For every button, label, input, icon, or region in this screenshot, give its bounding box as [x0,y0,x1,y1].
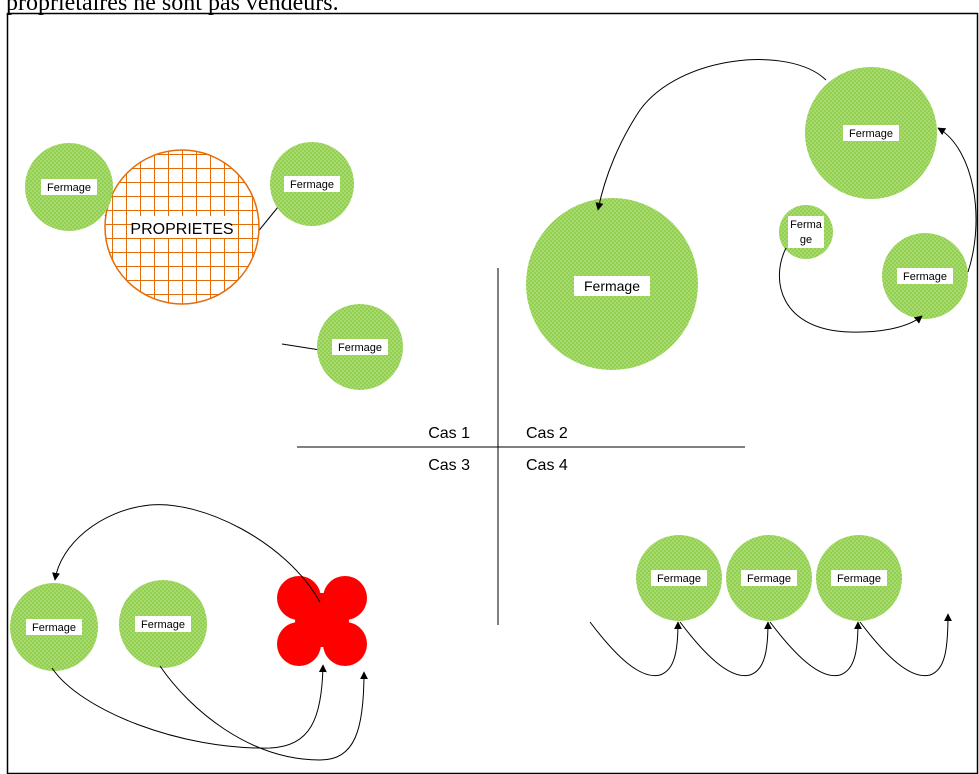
case1-group: PROPRIETES Fermage Fermage Fermage [25,142,403,390]
arrow-curve [52,504,321,603]
label-cas1: Cas 1 [428,425,470,442]
case3-group: Fermage Fermage [10,504,368,761]
fermage-label: Fermage [849,128,893,140]
arrow-curve [859,613,952,677]
fermage-label: Fermage [47,182,91,194]
fermage-label-small-2: ge [800,234,812,246]
fermage-label: Fermage [747,573,791,585]
arrow-curve [679,621,772,677]
header-text: propriétaires ne sont pas vendeurs. [6,0,339,16]
arrow-curve [589,621,682,677]
fermage-label: Fermage [141,619,185,631]
arrow-curve [778,247,923,333]
arrow-curve [51,664,327,749]
arrow-curve [769,621,862,677]
propriete-label: PROPRIETES [130,221,233,238]
arrow-curve [159,665,368,761]
arrow-curve [937,127,977,273]
arrow-curve [595,59,827,211]
label-cas3: Cas 3 [428,457,470,474]
case4-group: Fermage Fermage Fermage [589,535,952,677]
fermage-label: Fermage [657,573,701,585]
label-cas4: Cas 4 [526,457,568,474]
fermage-label-large: Fermage [584,278,640,294]
label-cas2: Cas 2 [526,425,568,442]
fermage-label: Fermage [338,342,382,354]
case2-group: Fermage Fermage Ferma ge Fermage [526,59,977,370]
red-cross-icon [277,576,367,666]
fermage-label: Fermage [903,271,947,283]
fermage-label-small-1: Ferma [790,219,823,231]
fermage-label: Fermage [32,622,76,634]
fermage-label: Fermage [837,573,881,585]
fermage-label: Fermage [290,179,334,191]
